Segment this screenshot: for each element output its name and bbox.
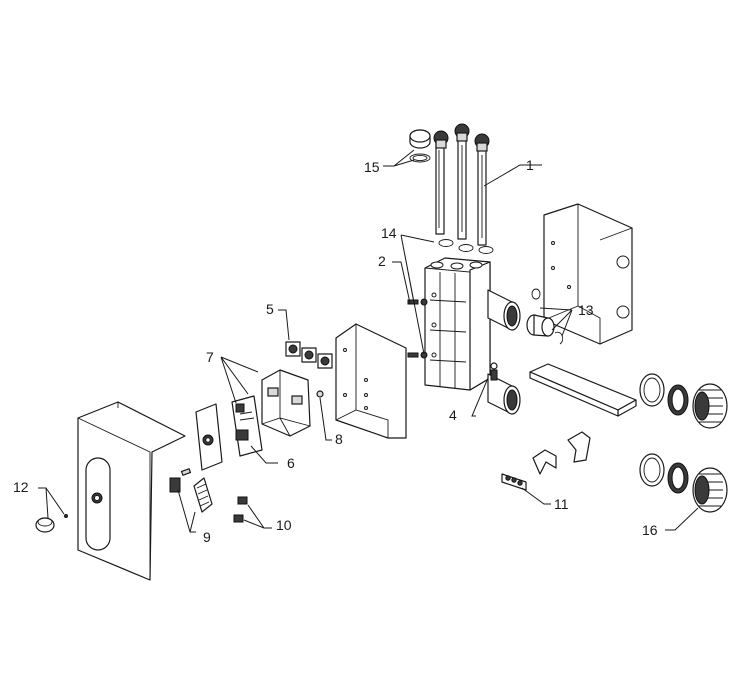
terminal-blocks	[169, 467, 213, 513]
callout-2: 2	[378, 253, 386, 269]
callout-1: 1	[526, 157, 534, 173]
pipe-clamps	[532, 431, 591, 475]
callout-15: 15	[364, 159, 380, 175]
fuse-holders	[233, 496, 248, 523]
callout-10: 10	[276, 517, 292, 533]
callout-16: 16	[642, 522, 658, 538]
heating-elements	[433, 123, 490, 246]
callout-11: 11	[554, 496, 569, 512]
callout-8: 8	[335, 431, 343, 447]
rear-cover-panel	[543, 203, 633, 345]
cap-and-oring	[409, 129, 431, 163]
callout-9: 9	[203, 529, 211, 545]
heater-manifold	[424, 257, 521, 415]
leader-lines	[38, 149, 699, 533]
pressure-fitting	[526, 288, 564, 345]
sensor	[490, 362, 498, 381]
mounting-bracket	[316, 323, 407, 439]
callout-14: 14	[381, 225, 397, 241]
callout-4: 4	[449, 407, 457, 423]
relays	[285, 341, 333, 369]
knob	[35, 514, 68, 533]
heat-shield-plate	[529, 363, 637, 417]
control-box	[261, 369, 311, 437]
front-cover	[77, 401, 186, 581]
terminal-strip	[501, 473, 527, 491]
element-orings	[438, 239, 494, 254]
faceplate	[195, 403, 223, 471]
callout-labels: 1 15 14 2 13 4 5 7 8 6 9 10 11 12 16	[13, 157, 658, 545]
callout-7: 7	[206, 349, 214, 365]
union-fittings	[639, 373, 728, 513]
callout-13: 13	[578, 302, 594, 318]
control-pcb	[231, 395, 263, 457]
callout-12: 12	[13, 479, 29, 495]
screws	[407, 298, 428, 359]
callout-5: 5	[266, 301, 274, 317]
callout-6: 6	[287, 455, 295, 471]
